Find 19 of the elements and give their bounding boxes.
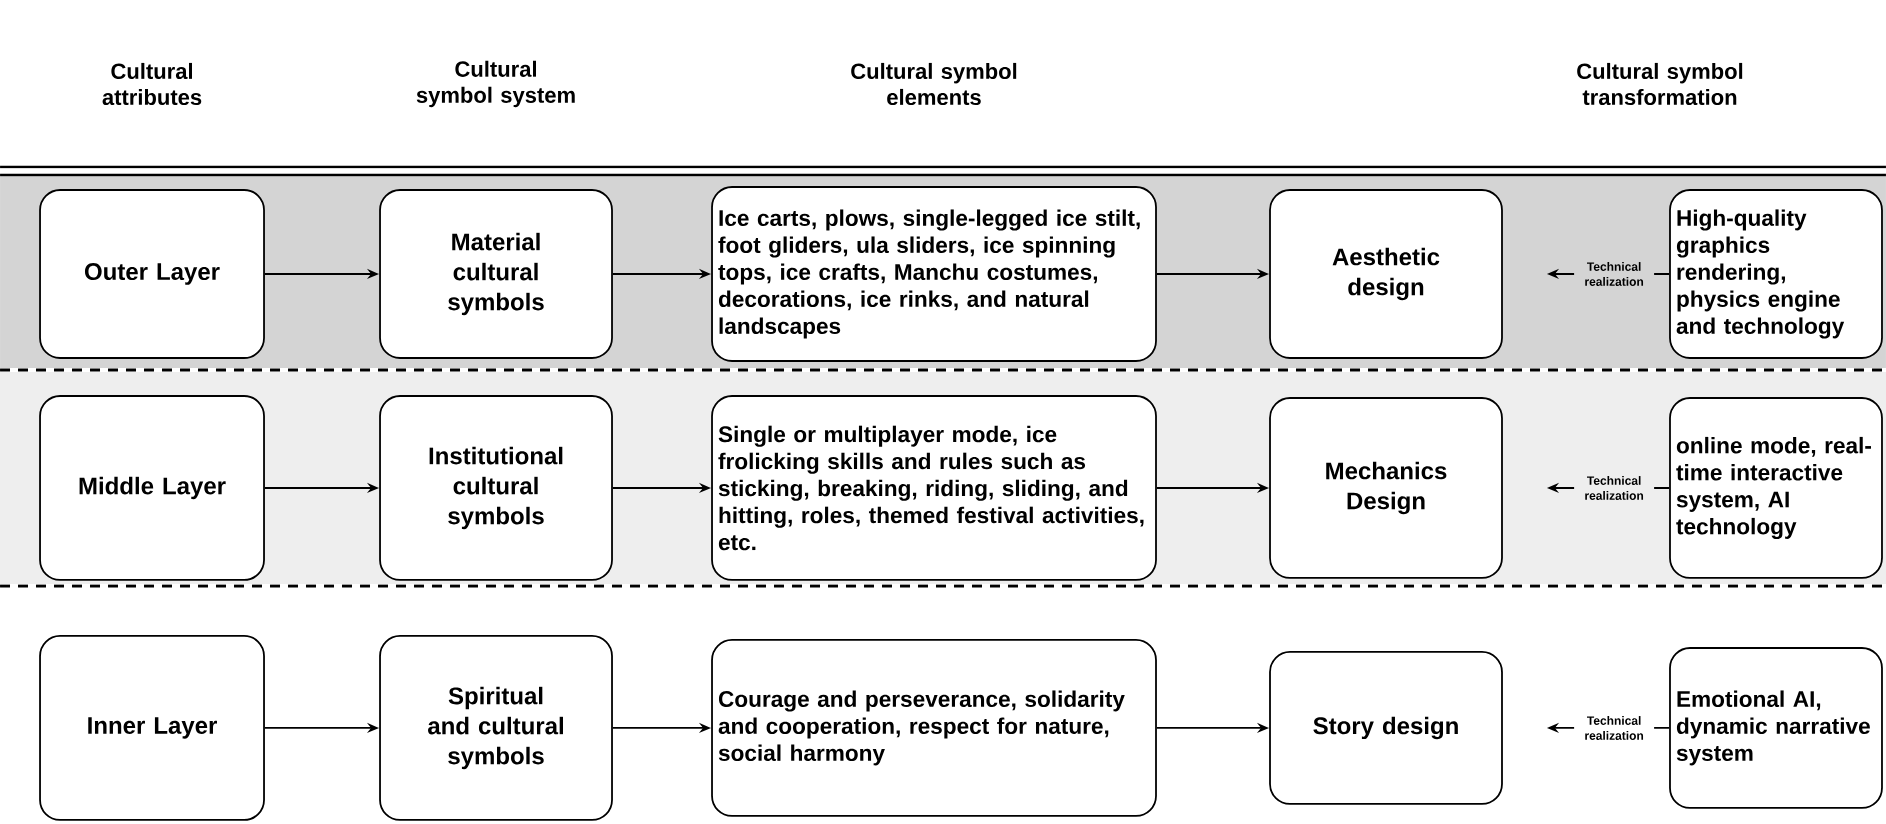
rounded-box: Emotional AI, dynamic narrative system <box>1669 647 1883 809</box>
rounded-box: Institutional cultural symbols <box>379 395 613 581</box>
column-header: Cultural symbol elements <box>851 62 1017 106</box>
rounded-box: online mode, real-time interactive system, AI technology <box>1669 397 1883 579</box>
rounded-box: High-quality graphics rendering, physics engine and technology <box>1669 189 1883 359</box>
rounded-box: Spiritual and cultural symbols <box>379 635 613 821</box>
rounded-box: Outer Layer <box>39 189 265 359</box>
column-header: Cultural symbol transformation <box>1577 62 1743 106</box>
rounded-box: Middle Layer <box>39 395 265 581</box>
rounded-box: Mechanics Design <box>1269 397 1503 579</box>
rounded-box: Single or multiplayer mode, ice frolicking skills and rules such as sticking, breaking, riding, sliding, and hitting, roles, themed festival activities, etc. <box>711 395 1157 581</box>
rounded-box: Story design <box>1269 651 1503 805</box>
rounded-box: Courage and perseverance, solidarity and cooperation, respect for nature, social harmony <box>711 639 1157 817</box>
rounded-box: Inner Layer <box>39 635 265 821</box>
rounded-box: Ice carts, plows, single-legged ice stilt, foot gliders, ula sliders, ice spinning tops, ice crafts, Manchu costumes, decorations, ice rinks, and natural landscapes <box>711 186 1157 362</box>
rounded-box: Material cultural symbols <box>379 189 613 359</box>
column-header: Cultural symbol system <box>416 60 575 108</box>
column-header: Cultural attributes <box>102 62 202 106</box>
rounded-box: Aesthetic design <box>1269 189 1503 359</box>
